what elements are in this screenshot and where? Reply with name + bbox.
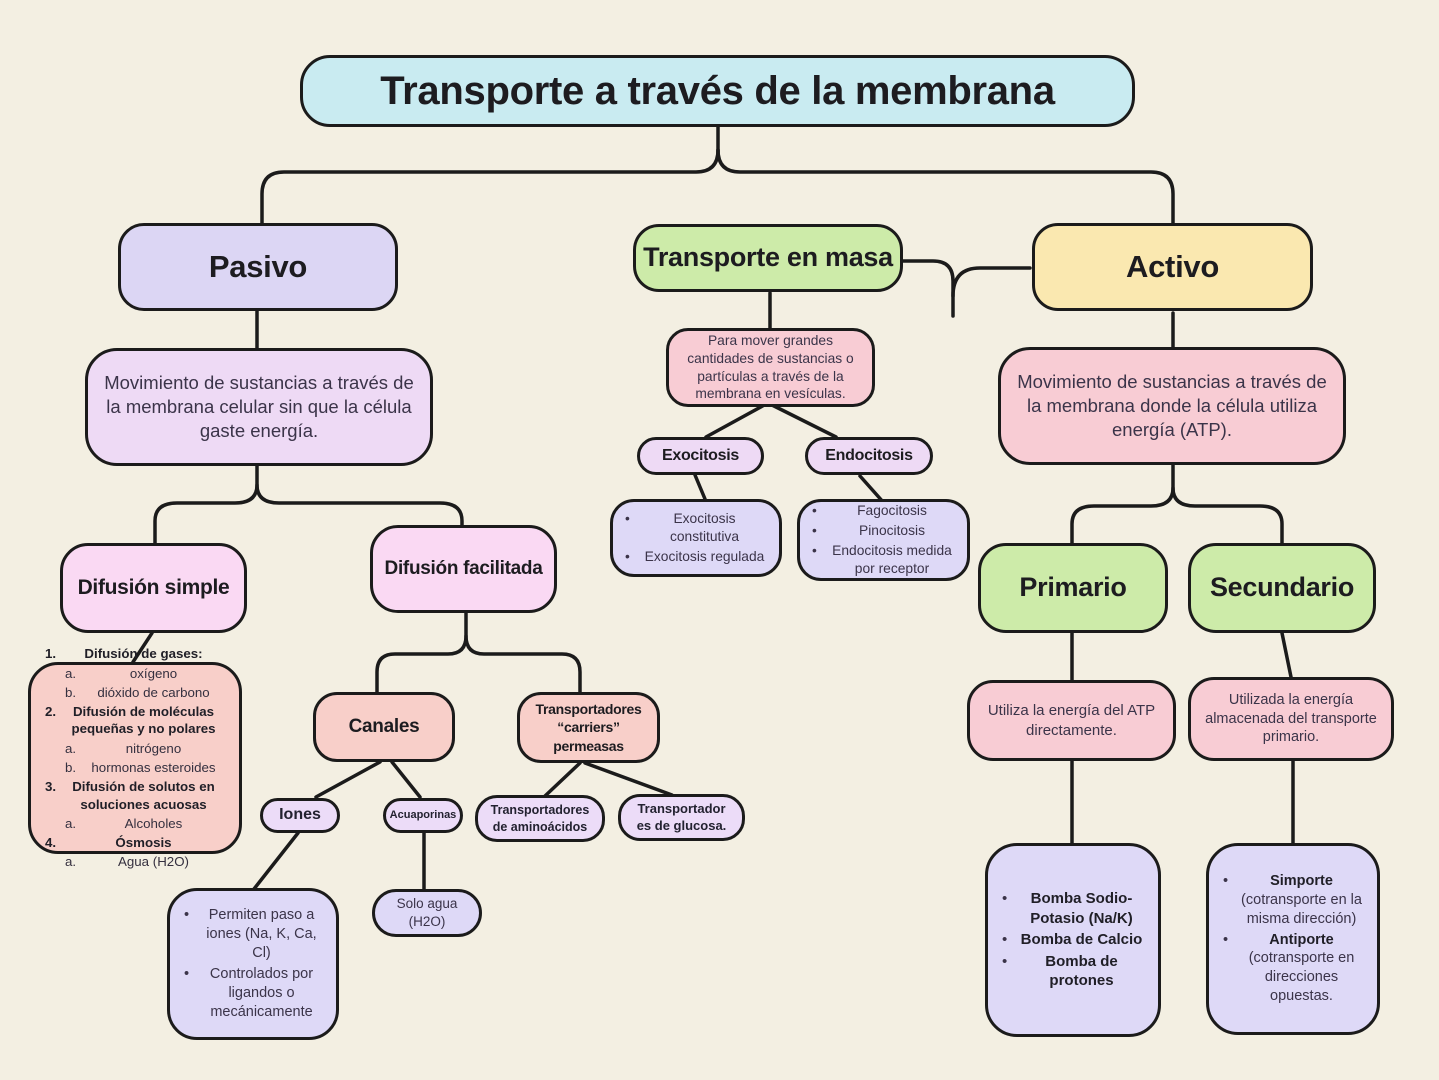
list-item: •Controlados por ligandos o mecánicament… [184,966,314,1020]
list-item: •Simporte (cotransporte en la misma dire… [1223,873,1362,927]
node-endocitosis: Endocitosis [805,437,933,475]
node-difusion-simple: Difusión simple [60,543,247,633]
wire-activo-to-secundario [1171,486,1284,545]
wire-facilitada-to-canales [375,611,468,694]
node-transportador-glucosa: Transportador es de glucosa. [618,794,745,841]
wire-iones-list [252,831,300,891]
list-item: •Bomba de Calcio [1002,931,1143,949]
node-activo: Activo [1032,223,1313,311]
list-item: a.nitrógeno [65,740,182,756]
list-item: 2.Difusión de moléculas pequeñas y no po… [45,704,216,737]
wire-activo-to-primario [1070,463,1175,545]
wire-canales-acuaporinas [390,760,422,799]
node-pasivo: Pasivo [118,223,398,311]
list-item: b.dióxido de carbono [65,684,210,700]
list-item: 3.Difusión de solutos en soluciones acuo… [45,779,215,812]
node-solo-agua: Solo agua (H2O) [372,889,482,937]
list-difusion-simple-detail: 1.Difusión de gases: a.oxígeno b.dióxido d… [28,646,242,869]
node-primario: Primario [978,543,1168,633]
list-item: •Endocitosis medida por receptor [812,543,952,576]
node-title: Transporte a través de la membrana [300,55,1135,127]
node-exocitosis: Exocitosis [637,437,764,475]
list-item: b.hormonas esteroides [65,760,216,775]
list-item: •Antiporte (cotransporte en direcciones … [1223,931,1355,1005]
node-transportadores-carriers: Transportadores “carriers” permeasas [517,692,660,763]
list-item: a.oxígeno [65,665,178,681]
wire-transportadores-glucosa [583,761,674,797]
node-secundario: Secundario [1188,543,1376,633]
list-item: 4.Ósmosis [45,835,172,851]
list-item: •Permiten paso a iones (Na, K, Ca, Cl) [184,907,317,962]
wire-title-to-activo [716,148,1175,225]
wire-transportadores-aminoacidos [543,761,582,798]
list-item: a.Agua (H2O) [65,854,189,870]
list-item: •Exocitosis constitutiva [625,511,740,545]
wire-pasivo-to-facilitada [255,483,464,527]
node-secundario-description: Utilizada la energía almacenada del tran… [1188,677,1394,761]
node-transporte-en-masa: Transporte en masa [633,224,903,292]
node-pasivo-description: Movimiento de sustancias a través de la … [85,348,433,466]
wire-canales-iones [314,760,382,799]
wire-facilitada-to-transportadores [464,634,582,694]
wire-simple-list [131,631,154,664]
wire-masadesc-exocitosis [704,401,770,439]
wire-endocitosis-list [858,474,886,505]
list-item: •Exocitosis regulada [625,548,765,564]
wire-masadesc-endocitosis [766,401,838,439]
list-item: •Fagocitosis [812,503,927,519]
node-activo-description: Movimiento de sustancias a través de la … [998,347,1346,465]
list-item: •Pinocitosis [812,523,925,539]
node-primario-description: Utiliza la energía del ATP directamente. [967,680,1176,761]
list-primario-detail: •Bomba Sodio-Potasio (Na/K) •Bomba de Cal… [985,843,1161,1037]
wire-exocitosis-list [693,473,707,501]
list-iones-detail: •Permiten paso a iones (Na, K, Ca, Cl)•C… [167,888,339,1040]
wire-pasivo-to-simple [153,464,259,545]
list-item: •Bomba de protones [1002,952,1118,990]
node-difusion-facilitada: Difusión facilitada [370,525,557,613]
wire-title-to-pasivo [260,148,720,225]
wire-masa-to-activo [951,266,1032,298]
list-item: 1.Difusión de gases: [45,646,203,662]
node-transportadores-aminoacidos: Transportadores de aminoácidos [475,795,605,842]
list-exocitosis-detail: •Exocitosis constitutiva •Exocitosis regu… [610,499,782,577]
node-masa-description: Para mover grandes cantidades de sustanc… [666,328,875,407]
list-endocitosis-detail: •Fagocitosis •Pinocitosis •Endocitosis med… [797,499,970,581]
node-acuaporinas: Acuaporinas [383,798,463,833]
wire-secundario-desc [1280,631,1293,679]
node-canales: Canales [313,692,455,762]
node-iones: Iones [260,798,340,833]
wire-masa-hook-stem [901,259,955,318]
list-item: •Bomba Sodio-Potasio (Na/K) [1002,890,1133,927]
list-secundario-detail: •Simporte (cotransporte en la misma dire… [1206,843,1380,1035]
list-item: a.Alcoholes [65,815,183,831]
